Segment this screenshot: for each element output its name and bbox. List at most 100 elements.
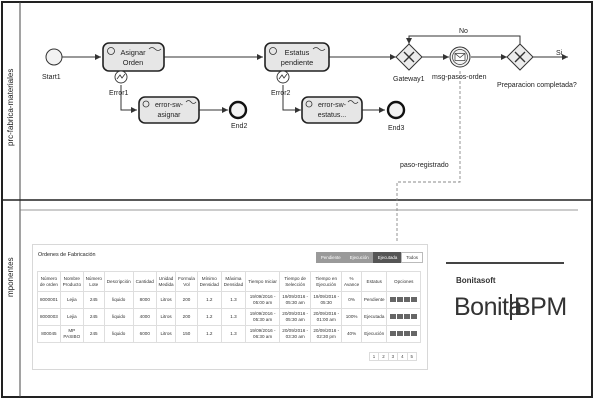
- play-icon[interactable]: [411, 296, 418, 302]
- task-asignar-orden[interactable]: [102, 42, 165, 72]
- label-task-status-1: Estatus: [285, 48, 310, 57]
- column-header: Cantidad: [132, 271, 157, 292]
- play-icon[interactable]: [411, 313, 418, 319]
- flow-error2[interactable]: [282, 85, 301, 113]
- cell-text: 1.2: [206, 331, 213, 337]
- cell-text: 05:30: [320, 300, 332, 305]
- cell-text: Tiempo Iniciar: [248, 278, 277, 284]
- table-cell: Lejia: [59, 291, 84, 309]
- edit-icon[interactable]: [390, 330, 397, 336]
- cell-text: Densidad: [199, 281, 219, 287]
- cell-text: 05:30 am: [285, 317, 305, 322]
- table-cell: 8000001: [37, 291, 61, 309]
- bonita-logo: Bonitasoft Bonita BPM: [446, 262, 567, 342]
- user-icon[interactable]: [397, 296, 404, 302]
- task-estatus-pendiente[interactable]: [264, 42, 330, 72]
- label-task-error-status-2: estatus...: [318, 112, 346, 119]
- cell-text: Descripción: [106, 278, 131, 284]
- label-end2: End2: [231, 123, 247, 130]
- cell-text: Número: [85, 275, 102, 281]
- cell-text: Ejecución: [316, 281, 337, 287]
- filter-todos[interactable]: Todos: [401, 252, 423, 263]
- cell-text: Nombre: [63, 275, 80, 281]
- cell-text: Formula: [178, 275, 195, 281]
- end-event-end3[interactable]: [386, 100, 406, 120]
- filter-ejecucion[interactable]: Ejecución: [344, 252, 374, 263]
- end-event-end2[interactable]: [228, 100, 248, 120]
- view-icon[interactable]: [404, 313, 411, 319]
- table-cell: 245: [82, 291, 105, 309]
- user-icon[interactable]: [397, 313, 404, 319]
- cell-text: 245: [89, 331, 98, 337]
- cell-text: de orden: [39, 281, 58, 287]
- lane-label-bottom: mponentes: [6, 257, 15, 297]
- user-icon[interactable]: [397, 330, 404, 336]
- label-task-error-status-1: error-sw-: [318, 102, 347, 109]
- table-cell: liquido: [103, 325, 134, 343]
- table-cell: 200: [175, 308, 198, 326]
- cell-text: 19/09/2016 -: [249, 311, 276, 317]
- flow-gateway2-no[interactable]: [406, 35, 521, 44]
- view-icon[interactable]: [404, 296, 411, 302]
- table-cell: 6000: [132, 325, 157, 343]
- edit-icon[interactable]: [390, 296, 397, 302]
- column-header: Descripción: [103, 271, 134, 292]
- table-cell: 800045: [37, 325, 61, 343]
- label-error1: Error1: [109, 90, 129, 97]
- gateway-x-icon: [403, 51, 415, 63]
- table-cell: Litros: [155, 291, 177, 309]
- cell-text: Lejia: [66, 314, 77, 320]
- table-cell: 1.2: [196, 308, 222, 326]
- cell-text: MP: [68, 328, 76, 334]
- cell-text: Lote: [89, 281, 99, 287]
- cell-text: 01:00 am: [316, 317, 336, 322]
- label-task-assign-1: Asignar: [120, 48, 146, 57]
- start-event[interactable]: [45, 48, 63, 66]
- cell-text: 200: [182, 314, 191, 320]
- filter-pendiente[interactable]: Pendiente: [315, 252, 346, 263]
- table-cell: liquido: [103, 308, 134, 326]
- label-task-error-assign-1: error-sw-: [155, 102, 184, 109]
- page-link[interactable]: 5: [406, 352, 417, 361]
- table-cell: Lejia: [59, 308, 84, 326]
- cell-text: Mínimo: [201, 275, 217, 281]
- message-flow-paso-registrado[interactable]: [396, 71, 461, 243]
- table-cell: 8000003: [37, 308, 61, 326]
- cell-text: PASIBO: [63, 334, 81, 339]
- cell-text: 4000: [139, 314, 150, 320]
- cell-text: Ejecución: [364, 331, 385, 337]
- table-cell: 150: [175, 325, 198, 343]
- view-icon[interactable]: [404, 330, 411, 336]
- task-error-sw-estatus[interactable]: [301, 96, 363, 124]
- cell-text: Litros: [160, 314, 172, 320]
- logo-rule: [446, 262, 564, 264]
- table-cell: 19/09/2016 -06:30 am: [245, 325, 281, 343]
- filter-ejecutada[interactable]: Ejecutada: [372, 252, 403, 263]
- cell-text: 1.2: [206, 314, 213, 320]
- cell-text: 40%: [347, 331, 357, 337]
- flow-error1[interactable]: [120, 85, 137, 113]
- task-error-sw-asignar[interactable]: [138, 96, 200, 124]
- edit-icon[interactable]: [390, 313, 397, 319]
- cell-text: 245: [89, 297, 98, 303]
- ordenes-panel: Ordenes de Fabricación Pendiente Ejecuci…: [32, 244, 428, 370]
- cell-text: Tiempo de: [284, 275, 306, 281]
- play-icon[interactable]: [411, 330, 418, 336]
- label-yes: Si: [556, 50, 563, 57]
- cell-text: 03:30 am: [285, 334, 305, 339]
- table-cell: 200: [175, 291, 198, 309]
- column-header: Tiempo Iniciar: [245, 271, 281, 292]
- label-task-assign-2: Orden: [123, 58, 144, 67]
- cell-text: Avance: [343, 281, 360, 287]
